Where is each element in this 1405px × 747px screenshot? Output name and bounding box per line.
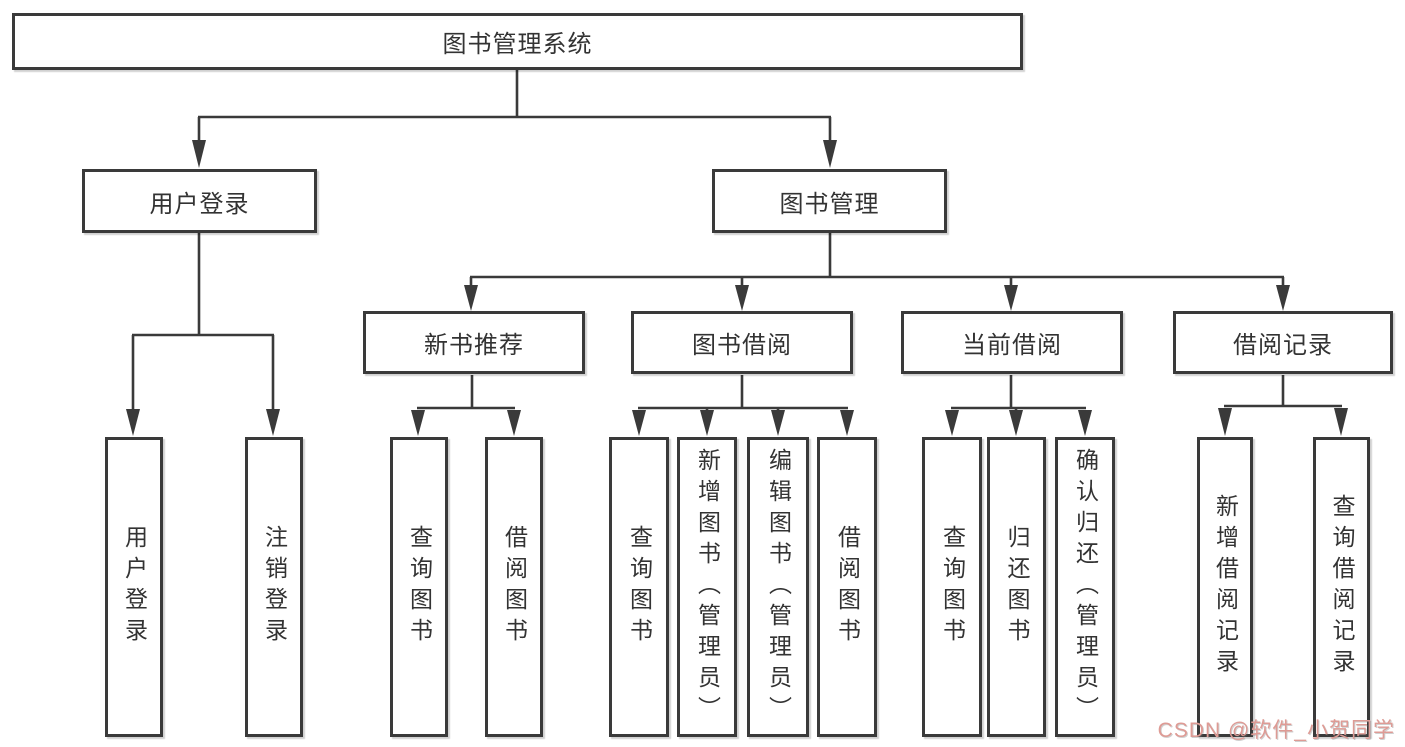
leaf-edit-book-admin-label: 编辑图书（管理员） bbox=[765, 447, 792, 727]
leaf-query-borrow-record: 查询借阅记录 bbox=[1313, 437, 1370, 737]
node-book-borrow: 图书借阅 bbox=[631, 311, 853, 374]
leaf-borrow-book-recommend: 借阅图书 bbox=[485, 437, 543, 737]
leaf-edit-book-admin: 编辑图书（管理员） bbox=[747, 437, 809, 737]
leaf-logout-label: 注销登录 bbox=[261, 525, 288, 649]
node-current-borrow: 当前借阅 bbox=[901, 311, 1123, 374]
node-book-management-label: 图书管理 bbox=[779, 190, 880, 218]
node-root-label: 图书管理系统 bbox=[442, 31, 593, 58]
node-book-borrow-label: 图书借阅 bbox=[692, 332, 792, 359]
node-new-book-recommend: 新书推荐 bbox=[363, 311, 585, 374]
node-root: 图书管理系统 bbox=[12, 13, 1023, 70]
leaf-add-borrow-record-label: 新增借阅记录 bbox=[1212, 494, 1239, 680]
node-borrow-record: 借阅记录 bbox=[1173, 311, 1393, 374]
leaf-query-book-current-label: 查询图书 bbox=[939, 525, 966, 649]
leaf-query-book-recommend-label: 查询图书 bbox=[406, 525, 433, 649]
arrowheads bbox=[126, 140, 1348, 436]
leaf-query-borrow-record-label: 查询借阅记录 bbox=[1329, 494, 1355, 680]
leaf-add-book-admin: 新增图书（管理员） bbox=[677, 437, 737, 737]
leaf-logout: 注销登录 bbox=[245, 437, 303, 737]
node-book-management: 图书管理 bbox=[712, 169, 947, 233]
leaf-query-book-borrow-label: 查询图书 bbox=[626, 525, 653, 649]
leaf-query-book-recommend: 查询图书 bbox=[390, 437, 448, 737]
node-current-borrow-label: 当前借阅 bbox=[962, 332, 1062, 359]
leaf-add-book-admin-label: 新增图书（管理员） bbox=[694, 447, 721, 727]
leaf-add-borrow-record: 新增借阅记录 bbox=[1197, 437, 1253, 737]
leaf-confirm-return-admin: 确认归还（管理员） bbox=[1055, 437, 1115, 737]
leaf-return-book-label: 归还图书 bbox=[1004, 525, 1030, 649]
node-borrow-record-label: 借阅记录 bbox=[1233, 332, 1333, 359]
leaf-borrow-book: 借阅图书 bbox=[817, 437, 877, 737]
leaf-user-login-label: 用户登录 bbox=[121, 525, 148, 649]
node-new-book-recommend-label: 新书推荐 bbox=[424, 332, 524, 359]
leaf-confirm-return-admin-label: 确认归还（管理员） bbox=[1072, 447, 1099, 727]
leaf-borrow-book-recommend-label: 借阅图书 bbox=[501, 525, 528, 649]
leaf-user-login: 用户登录 bbox=[105, 437, 163, 737]
csdn-watermark: CSDN @软件_小贺同学 bbox=[1157, 719, 1395, 742]
leaf-query-book-current: 查询图书 bbox=[922, 437, 982, 737]
leaf-return-book: 归还图书 bbox=[987, 437, 1046, 737]
node-user-login-label: 用户登录 bbox=[149, 190, 250, 218]
node-user-login: 用户登录 bbox=[82, 169, 317, 233]
leaf-query-book-borrow: 查询图书 bbox=[609, 437, 669, 737]
leaf-borrow-book-label: 借阅图书 bbox=[834, 525, 861, 649]
